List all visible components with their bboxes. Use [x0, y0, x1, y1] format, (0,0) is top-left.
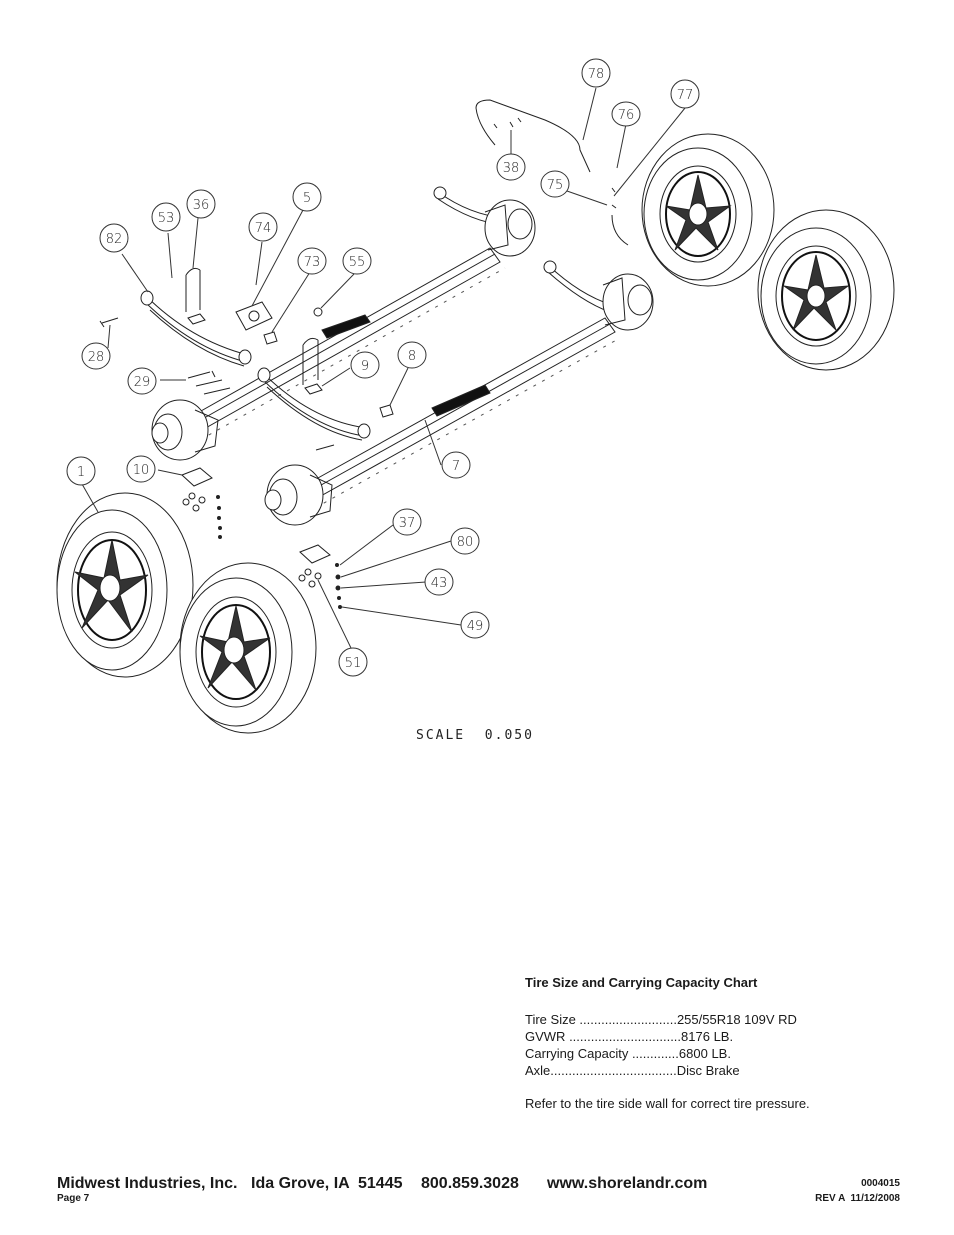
callout-75: 75	[547, 178, 564, 193]
leaf-spring-left	[140, 290, 252, 367]
hardware-stack	[216, 495, 342, 609]
callout-73: 73	[304, 255, 321, 270]
hub-upper-right	[484, 199, 536, 257]
spec-row-gvwr: GVWR ............................... 817…	[525, 1028, 855, 1045]
brake-fittings	[493, 117, 617, 209]
bolt-center	[315, 444, 335, 451]
spec-value: 8176 LB.	[681, 1029, 734, 1044]
bushing-73	[263, 331, 278, 345]
tire-pressure-note: Refer to the tire side wall for correct …	[525, 1096, 810, 1111]
leaf-spring-center	[257, 367, 371, 441]
bushing-8	[379, 404, 394, 418]
brake-line	[475, 99, 591, 173]
hub-lower-left	[264, 464, 333, 526]
plate-10	[181, 467, 213, 487]
callout-78: 78	[588, 67, 605, 82]
spec-label: Tire Size	[525, 1012, 580, 1027]
callout-80: 80	[457, 535, 474, 550]
callout-1: 1	[77, 465, 85, 480]
spec-value: Disc Brake	[676, 1063, 740, 1078]
footer-revision: REV A 11/12/2008	[815, 1193, 900, 1204]
spec-dots: ...................................	[550, 1063, 677, 1078]
tire-rear-right-outer	[641, 133, 775, 287]
callout-8: 8	[408, 349, 416, 364]
spec-dots: ...........................	[579, 1012, 677, 1027]
nut-55	[313, 307, 323, 317]
spec-row-carrying-capacity: Carrying Capacity ............. 6800 LB.	[525, 1045, 855, 1062]
spec-dots: ...............................	[569, 1029, 682, 1044]
leaf-spring-rear-lower	[543, 260, 613, 313]
leader-lines	[81, 87, 686, 649]
callout-bubbles	[66, 58, 700, 677]
spec-label: GVWR	[525, 1029, 570, 1044]
bolts-29	[187, 370, 231, 395]
spec-dots: .............	[631, 1046, 679, 1061]
callout-43: 43	[431, 576, 448, 591]
callout-9: 9	[361, 359, 369, 374]
u-bolt-center	[302, 337, 319, 385]
callout-28: 28	[88, 350, 105, 365]
scale-label: SCALE 0.050	[416, 728, 534, 743]
callout-49: 49	[467, 619, 484, 634]
upper-axle-pad	[321, 314, 371, 339]
nuts-51	[298, 568, 322, 588]
footer-city: Ida Grove, IA 51445	[251, 1175, 403, 1192]
spec-row-axle: Axle ...................................…	[525, 1062, 855, 1079]
spec-row-tire-size: Tire Size ........................... 25…	[525, 1011, 855, 1028]
lower-axle-pad	[431, 384, 491, 417]
axle-exploded-diagram: 78 77 76 38 75 53 36 5 82 74 73 55 28 29…	[56, 58, 895, 743]
brake-line-lower	[611, 214, 629, 246]
spec-value: 255/55R18 109V RD	[676, 1012, 797, 1027]
tire-front-left-outer	[56, 492, 194, 678]
callout-36: 36	[193, 198, 210, 213]
spec-label: Axle	[525, 1063, 551, 1078]
callout-7: 7	[452, 459, 460, 474]
tire-front-left-inner	[179, 562, 317, 734]
footer-doc-number: 0004015	[861, 1178, 900, 1189]
callout-74: 74	[255, 221, 272, 236]
footer-company: Midwest Industries, Inc.	[57, 1175, 238, 1192]
callout-10: 10	[133, 463, 150, 478]
hub-upper-left	[151, 399, 219, 461]
spring-plate-center	[304, 383, 323, 395]
callout-51: 51	[345, 656, 362, 671]
callout-55: 55	[349, 255, 366, 270]
callout-29: 29	[134, 375, 151, 390]
chart-title: Tire Size and Carrying Capacity Chart	[525, 975, 758, 990]
u-bolt-left	[185, 267, 201, 312]
spec-label: Carrying Capacity	[525, 1046, 632, 1061]
hub-lower-right	[602, 273, 654, 331]
footer-page-number: Page 7	[57, 1193, 90, 1204]
footer-phone: 800.859.3028	[421, 1175, 519, 1192]
callout-82: 82	[106, 232, 123, 247]
spring-plate-left	[187, 313, 206, 325]
callout-77: 77	[677, 88, 694, 103]
spec-value: 6800 LB.	[678, 1046, 731, 1061]
callout-37: 37	[399, 516, 416, 531]
callout-76: 76	[618, 108, 635, 123]
hanger-plate	[235, 301, 273, 331]
callout-38: 38	[503, 161, 520, 176]
plate-51	[299, 544, 331, 564]
bolt-28	[99, 317, 119, 328]
tire-capacity-chart: Tire Size and Carrying Capacity Chart Ti…	[525, 975, 855, 1111]
callout-53: 53	[158, 211, 175, 226]
callout-5: 5	[303, 191, 311, 206]
nuts-10	[182, 492, 206, 512]
tire-rear-right-inner	[757, 209, 895, 371]
footer-website: www.shorelandr.com	[547, 1175, 708, 1192]
